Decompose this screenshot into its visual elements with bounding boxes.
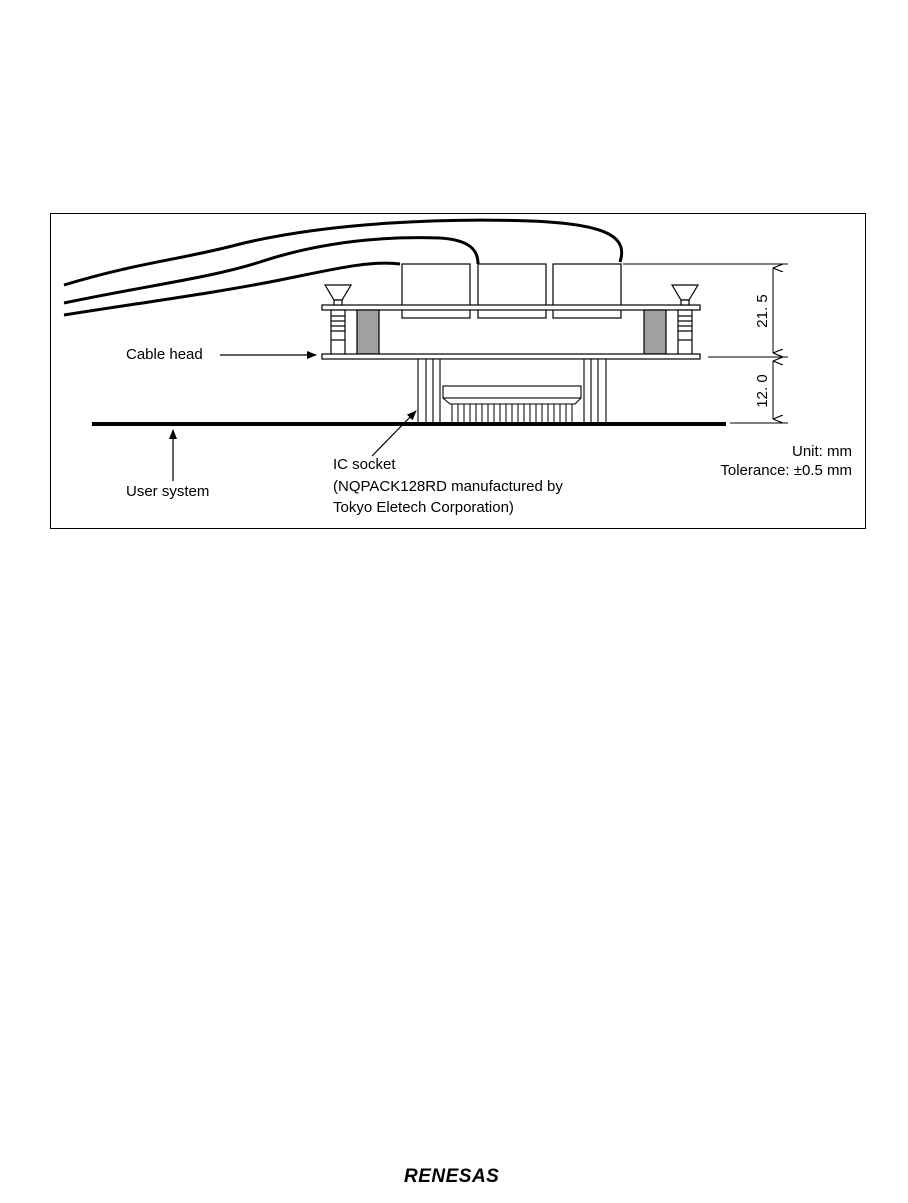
left-thumbscrew xyxy=(325,285,351,355)
right-spacer xyxy=(644,310,666,354)
cable-head-board xyxy=(322,354,700,359)
ic-socket xyxy=(418,359,606,423)
ic-socket-maker-label: Tokyo Eletech Corporation) xyxy=(333,499,514,517)
renesas-logo: RENESAS xyxy=(396,1166,516,1188)
logo-text: RENESAS xyxy=(404,1166,499,1188)
socket-pins xyxy=(452,404,572,423)
ic-socket-model-label: (NQPACK128RD manufactured by xyxy=(333,478,563,496)
unit-label: Unit: mm xyxy=(700,443,852,461)
tolerance-label: Tolerance: ±0.5 mm xyxy=(660,462,852,480)
top-board xyxy=(322,305,700,310)
cable-head-label: Cable head xyxy=(126,346,203,364)
dimension-upper: 21. 5 xyxy=(754,294,771,327)
left-spacer xyxy=(357,310,379,354)
user-system-label: User system xyxy=(126,483,209,501)
dimension-lower: 12. 0 xyxy=(754,374,771,407)
ic-socket-label: IC socket xyxy=(333,456,396,474)
right-thumbscrew xyxy=(672,285,698,355)
ic-socket-arrow xyxy=(372,411,416,456)
